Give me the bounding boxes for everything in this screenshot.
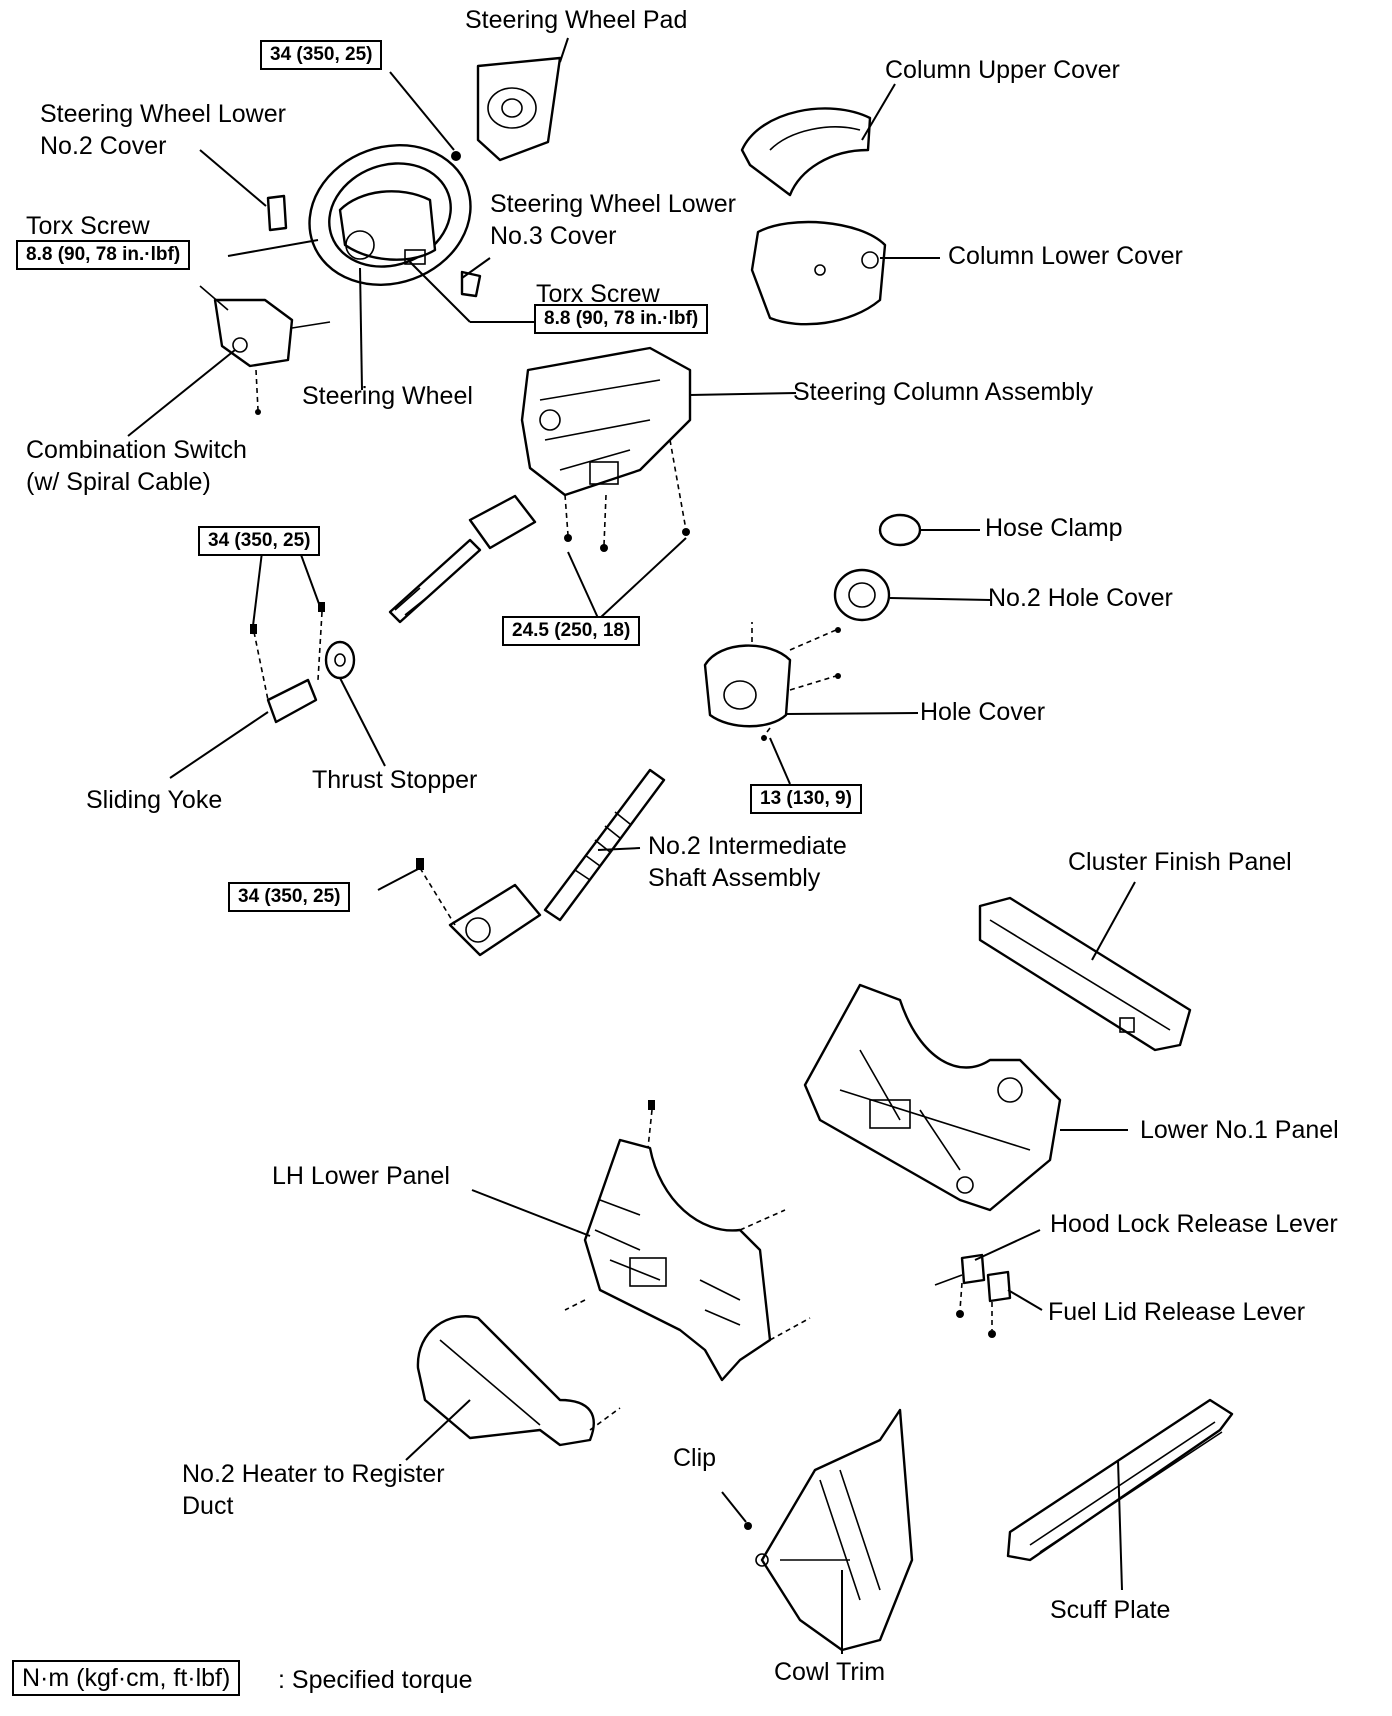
hose-clamp-part [878, 513, 922, 547]
torque-box-torx-center: 8.8 (90, 78 in.·lbf) [534, 304, 709, 334]
heater-duct-part [416, 1315, 621, 1447]
torque-box-torx-left: 8.8 (90, 78 in.·lbf) [16, 240, 191, 270]
torque-box-yoke-bolts: 34 (350, 25) [198, 526, 321, 556]
steering-wheel-pad-part [476, 56, 562, 162]
hole-cover-part [703, 622, 841, 741]
fuel-lid-lever-part [986, 1270, 1012, 1338]
clip-part [744, 1522, 752, 1530]
label-cluster-finish-panel: Cluster Finish Panel [1068, 848, 1292, 876]
steering-wheel-part [308, 144, 472, 286]
label-torx-screw-center: Torx Screw [536, 280, 660, 308]
legend-description: : Specified torque [278, 1666, 473, 1694]
label-steering-wheel-lower-no2-cover: Steering Wheel Lower No.2 Cover [40, 100, 286, 160]
column-upper-cover-part [740, 107, 872, 197]
no2-hole-cover-part [833, 568, 891, 622]
label-torx-screw-left: Torx Screw [26, 212, 150, 240]
label-no2-intermediate-shaft: No.2 Intermediate Shaft Assembly [648, 832, 847, 892]
label-column-lower-cover: Column Lower Cover [948, 242, 1183, 270]
label-sliding-yoke: Sliding Yoke [86, 786, 223, 814]
scuff-plate-part [1006, 1398, 1234, 1562]
torque-box-hole-cover: 13 (130, 9) [750, 784, 862, 814]
legend-unit-box: N·m (kgf·cm, ft·lbf) [12, 1660, 241, 1696]
label-thrust-stopper: Thrust Stopper [312, 766, 478, 794]
label-combination-switch: Combination Switch (w/ Spiral Cable) [26, 436, 247, 496]
torque-box-pad-nut: 34 (350, 25) [260, 40, 383, 70]
lh-lower-panel-part [564, 1100, 811, 1382]
label-no2-hole-cover: No.2 Hole Cover [988, 584, 1173, 612]
label-cowl-trim: Cowl Trim [774, 1658, 886, 1686]
lower-no1-panel-part [803, 983, 1062, 1212]
sliding-yoke-part [250, 602, 325, 724]
cowl-trim-part [755, 1408, 914, 1652]
label-hood-lock-release-lever: Hood Lock Release Lever [1050, 1210, 1338, 1238]
intermediate-shaft-part [416, 768, 666, 957]
steering-column-part [388, 346, 692, 624]
hood-lock-lever-part [934, 1253, 986, 1318]
torque-box-column-nuts: 24.5 (250, 18) [502, 616, 641, 646]
label-lower-no1-panel: Lower No.1 Panel [1140, 1116, 1339, 1144]
label-no2-heater-duct: No.2 Heater to Register Duct [182, 1460, 445, 1520]
torque-box-shaft-bolt: 34 (350, 25) [228, 882, 351, 912]
label-clip: Clip [673, 1444, 717, 1472]
label-lh-lower-panel: LH Lower Panel [272, 1162, 450, 1190]
thrust-stopper-part [324, 640, 356, 680]
label-steering-wheel: Steering Wheel [302, 382, 473, 410]
leader-lines [127, 37, 1136, 1654]
label-steering-wheel-pad: Steering Wheel Pad [465, 6, 688, 34]
label-scuff-plate: Scuff Plate [1050, 1596, 1171, 1624]
column-lower-cover-part [750, 220, 887, 326]
lower-no2-cover-part [266, 194, 288, 232]
label-fuel-lid-release-lever: Fuel Lid Release Lever [1048, 1298, 1306, 1326]
label-column-upper-cover: Column Upper Cover [885, 56, 1120, 84]
cluster-finish-panel-part [978, 896, 1192, 1052]
label-hole-cover: Hole Cover [920, 698, 1046, 726]
label-steering-wheel-lower-no3-cover: Steering Wheel Lower No.3 Cover [490, 190, 736, 250]
label-steering-column-assembly: Steering Column Assembly [793, 378, 1094, 406]
lower-no3-cover-part [460, 270, 482, 298]
label-hose-clamp: Hose Clamp [985, 514, 1123, 542]
